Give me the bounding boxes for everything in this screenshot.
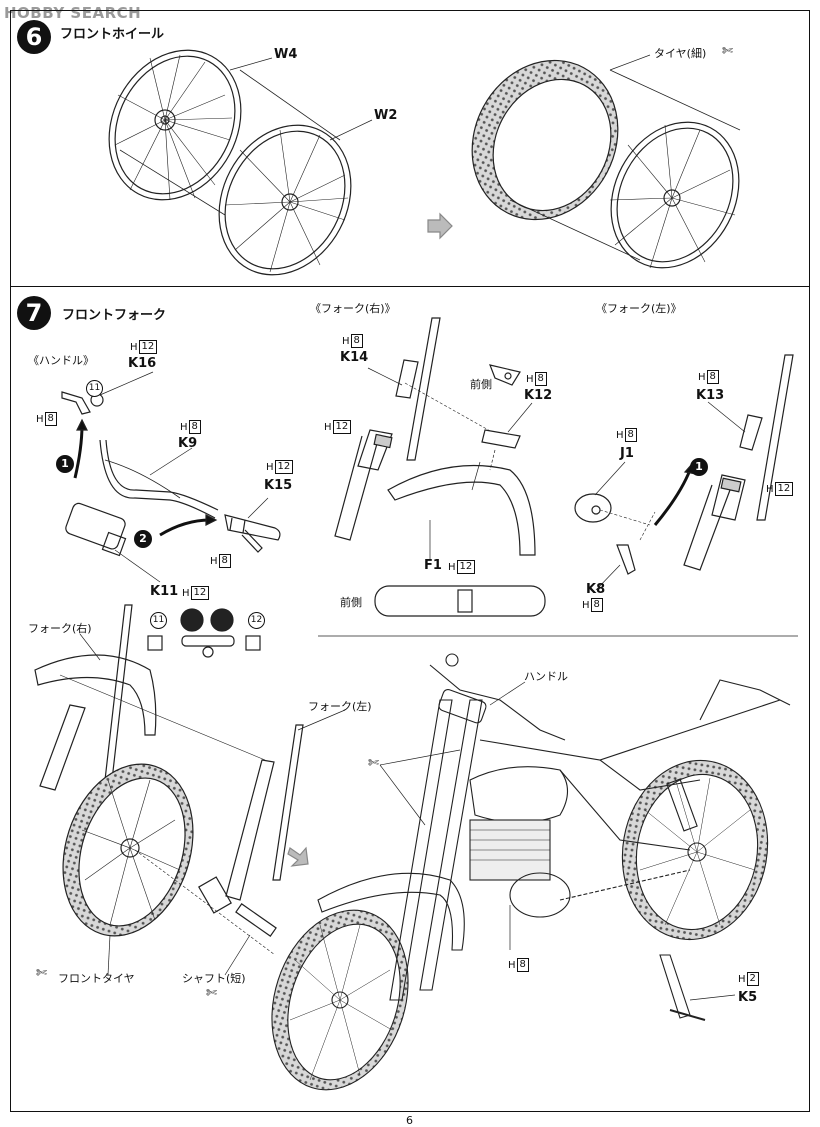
- fork-left-assembly: [198, 724, 304, 914]
- section-handle: 《ハンドル》: [28, 354, 94, 367]
- part-k11: K11: [150, 584, 179, 599]
- marker-11-top: 11: [86, 380, 103, 397]
- note-fork-left: フォーク(左): [308, 700, 372, 713]
- part-k8: K8: [586, 582, 606, 597]
- step7-number: 7: [17, 296, 51, 330]
- step-marker-1: 1: [56, 455, 74, 473]
- note-front-tire: フロントタイヤ: [58, 972, 135, 985]
- glue-icon-4: ✄: [206, 986, 217, 1001]
- marker-11: 11: [150, 612, 167, 629]
- step-marker-1-left: 1: [690, 458, 708, 476]
- section-fork-left: 《フォーク(左)》: [596, 302, 682, 315]
- part-k15: K15: [264, 478, 293, 493]
- fork-left-detail: [683, 354, 794, 571]
- part-k16: K16: [128, 356, 157, 371]
- wheel-w4: [108, 49, 242, 201]
- part-k9: K9: [178, 436, 198, 451]
- part-k12: K12: [524, 388, 553, 403]
- glue-icon: ✄: [722, 44, 733, 59]
- glue-icon-3: ✄: [36, 966, 47, 981]
- glue-icon-2: ✄: [368, 756, 379, 771]
- front-tire-assembly: [62, 763, 194, 937]
- step7-title: フロントフォーク: [62, 308, 167, 323]
- watermark-logo: HOBBY SEARCH: [4, 4, 142, 22]
- page-number: 6: [406, 1114, 413, 1127]
- note-front-side: 前側: [470, 378, 492, 391]
- grip-k15: [224, 514, 281, 553]
- motorcycle-assembled: [271, 653, 791, 1091]
- step7-panel: [10, 286, 810, 1112]
- note-front-side-2: 前側: [340, 596, 362, 609]
- label-w2: W2: [374, 108, 398, 123]
- label-w4: W4: [274, 47, 298, 62]
- part-k13: K13: [696, 388, 725, 403]
- meter-k11: [65, 502, 127, 557]
- label-tire: タイヤ(細): [654, 47, 707, 60]
- note-handle: ハンドル: [524, 670, 568, 683]
- handlebar-k9: [99, 439, 219, 519]
- fork-right-detail: [334, 317, 441, 541]
- step-marker-2: 2: [134, 530, 152, 548]
- wheel-w2: [218, 124, 352, 276]
- note-fork-right: フォーク(右): [28, 622, 92, 635]
- tire-thin: [471, 59, 619, 221]
- wheel-assembled: [609, 121, 740, 269]
- part-k5: K5: [738, 990, 758, 1005]
- part-k14: K14: [340, 350, 369, 365]
- part-j1: J1: [620, 446, 634, 461]
- step6-title: フロントホイール: [60, 27, 165, 42]
- part-f1: F1: [424, 558, 442, 573]
- note-shaft: シャフト(短): [182, 972, 246, 985]
- section-fork-right: 《フォーク(右)》: [310, 302, 396, 315]
- marker-12: 12: [248, 612, 265, 629]
- step6-number: 6: [17, 20, 51, 54]
